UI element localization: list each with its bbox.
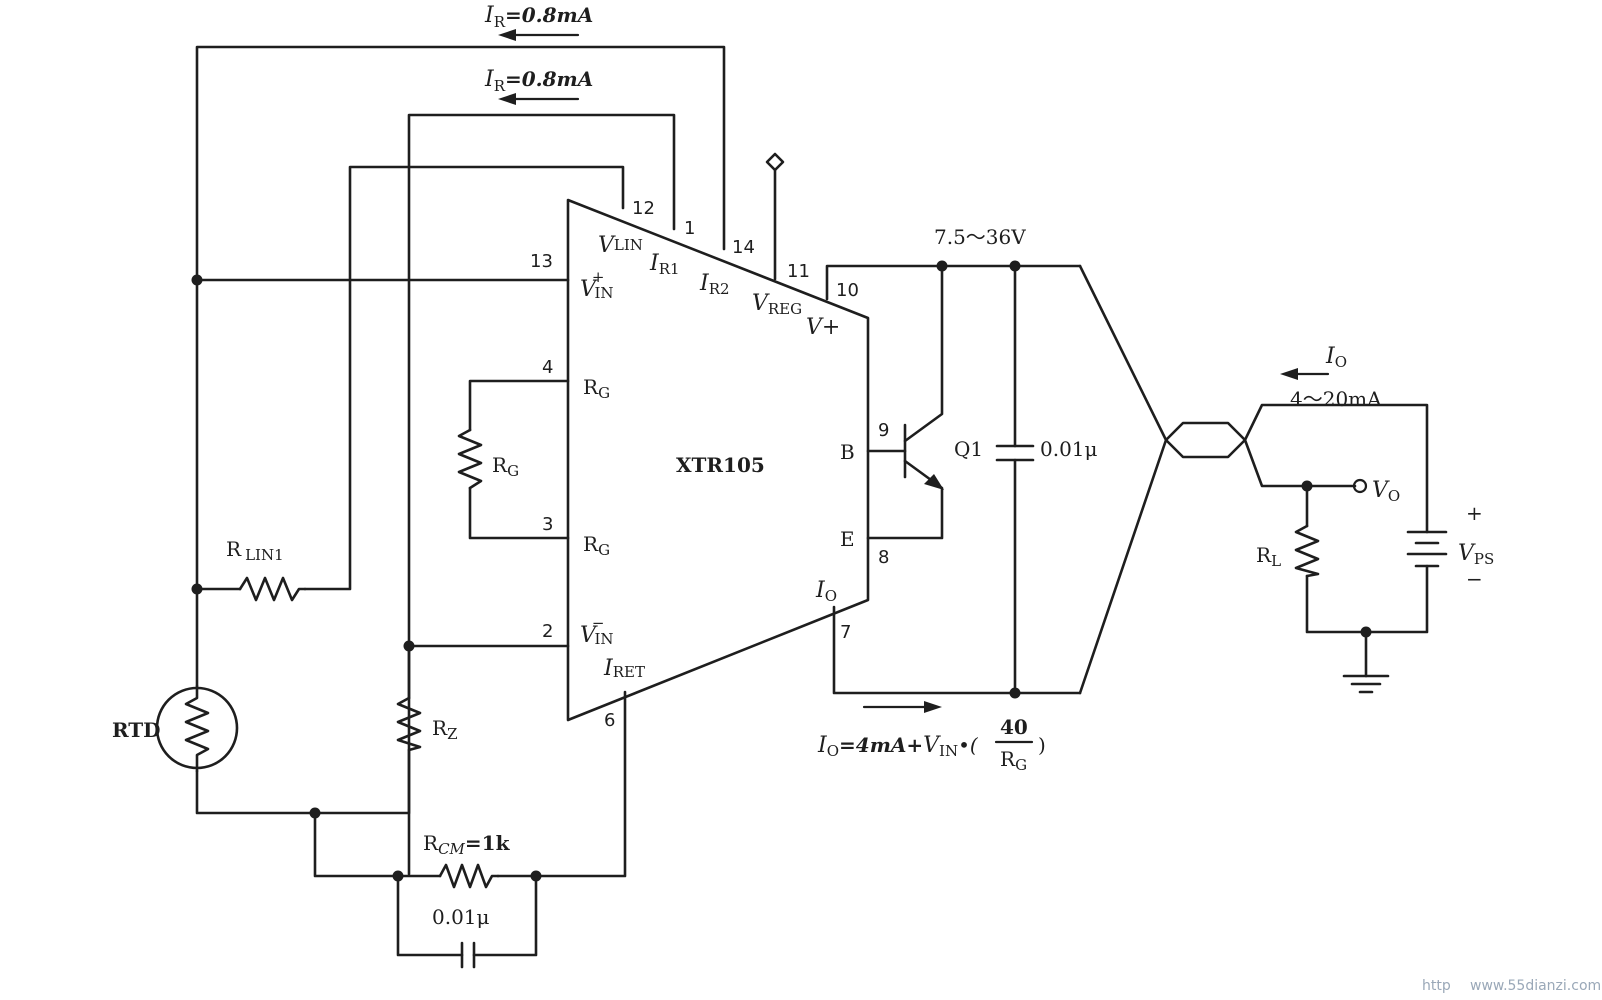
q1-emitter-arrow-icon <box>924 474 944 490</box>
pin-name-io: IO <box>815 578 837 605</box>
pin-name-e: E <box>840 527 855 551</box>
io-right-arrow-icon <box>1280 368 1330 380</box>
q1-emitter <box>866 459 944 540</box>
rtd-label: RTD <box>112 718 161 742</box>
ground-icon <box>1342 674 1390 694</box>
rl-label: RL <box>1256 543 1281 570</box>
pin-name-ir2: IR2 <box>699 271 730 298</box>
pin-14: 14 <box>732 237 755 258</box>
wire-ir2-loop <box>195 45 726 688</box>
twisted-pair-lower <box>1078 438 1357 695</box>
pin-10: 10 <box>836 280 859 301</box>
rg-label: RG <box>492 453 519 480</box>
pin-name-b: B <box>840 440 855 464</box>
junction-dot <box>1360 626 1372 638</box>
junction-dot <box>1009 687 1021 699</box>
vo-label: VO <box>1372 478 1400 505</box>
ir-top-arrow-icon <box>498 29 580 41</box>
pin-name-iret: IRET <box>603 656 645 681</box>
junction-dot <box>936 260 948 272</box>
wire-io-return <box>832 605 1082 695</box>
pin-3: 3 <box>542 514 553 535</box>
wire-cap-bottom-right <box>472 874 538 957</box>
rl-resistor-icon <box>1294 524 1320 578</box>
pin-2: 2 <box>542 621 553 642</box>
rcm-label: RCM=1k <box>423 831 511 858</box>
q1-label: Q1 <box>954 437 983 461</box>
vps-minus-label: − <box>1466 567 1483 591</box>
twisted-pair-upper <box>1078 264 1429 534</box>
io-right-label: IO <box>1325 344 1347 371</box>
io-arrow-icon <box>862 701 942 713</box>
wire-rl-bottom <box>1305 564 1429 634</box>
pin-name-vlin: VLIN <box>598 233 643 258</box>
xtr105-body <box>566 198 870 722</box>
svg-text:): ) <box>1038 733 1046 757</box>
pin-8: 8 <box>878 547 889 568</box>
watermark-left: http <box>1422 978 1451 994</box>
wire-vlin-loop <box>303 165 625 591</box>
pin-4: 4 <box>542 357 553 378</box>
vo-terminal-icon <box>1352 478 1368 494</box>
wire-rcm-left <box>313 811 442 878</box>
pin-name-rg-top: RG <box>583 375 610 402</box>
pin-6: 6 <box>604 710 615 731</box>
pin-name-vplus: V+ <box>806 315 840 340</box>
wire-vplus-rail <box>825 264 1082 301</box>
ic-name: XTR105 <box>676 453 765 477</box>
wire-rg-top <box>468 379 570 432</box>
ir-mid-arrow-icon <box>498 93 580 105</box>
rcm-resistor-icon <box>438 863 500 889</box>
junction-dot <box>191 583 203 595</box>
pin-1: 1 <box>684 218 695 239</box>
rz-label: RZ <box>432 716 458 743</box>
q1-collector <box>903 264 944 443</box>
wire-cap-bottom-left <box>396 874 464 957</box>
cap-right-label: 0.01μ <box>1040 437 1098 461</box>
ir-mid-label: IR=0.8mA <box>484 67 593 95</box>
wire-rz-bottom <box>195 748 411 815</box>
svg-text:IO=4mA+VIN•(: IO=4mA+VIN•( <box>817 733 979 760</box>
junction-dot <box>191 274 203 286</box>
watermark-right: www.55dianzi.com <box>1470 978 1601 994</box>
rg-resistor-icon <box>457 428 483 490</box>
junction-dot <box>1009 260 1021 272</box>
rtd-sensor-icon <box>155 684 239 773</box>
svg-text:40: 40 <box>1000 715 1028 739</box>
pin-name-ir1: IR1 <box>649 251 680 278</box>
wire-rg-bottom <box>468 486 570 540</box>
rz-resistor-icon <box>396 696 422 752</box>
junction-dot <box>309 807 321 819</box>
pin-name-vin-plus: V+IN <box>580 268 614 302</box>
current-range-label: 4～20mA <box>1290 387 1382 411</box>
cap-bottom-label: 0.01μ <box>432 905 490 929</box>
rlin1-resistor-icon <box>238 576 307 602</box>
pin-9: 9 <box>878 420 889 441</box>
junction-dot <box>530 870 542 882</box>
vps-label: VPS <box>1458 541 1494 568</box>
junction-dot <box>403 640 415 652</box>
vreg-terminal-icon <box>765 152 785 172</box>
pin-name-vin-minus: V−IN <box>580 614 614 648</box>
wire-ir1-loop <box>407 113 676 876</box>
pin-7: 7 <box>840 622 851 643</box>
supply-label: 7.5～36V <box>934 225 1026 249</box>
pin-name-vreg: VREG <box>752 291 802 318</box>
svg-text:RG: RG <box>1000 747 1027 774</box>
pin-11: 11 <box>787 261 810 282</box>
junction-dot <box>1301 480 1313 492</box>
pin-13: 13 <box>530 251 553 272</box>
ir-top-label: IR=0.8mA <box>484 3 593 31</box>
pin-12: 12 <box>632 198 655 219</box>
output-current-formula: IO=4mA+VIN•( 40 RG ) <box>817 715 1046 774</box>
pin-name-rg-bottom: RG <box>583 532 610 559</box>
junction-dot <box>392 870 404 882</box>
vps-plus-label: + <box>1466 501 1483 525</box>
